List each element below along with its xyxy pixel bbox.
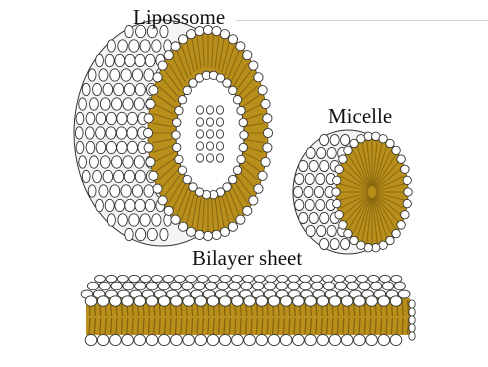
header-rule [236, 20, 488, 21]
liposome-graphic [74, 20, 273, 246]
micelle-graphic [293, 130, 412, 254]
bilayer-sheet-label: Bilayer sheet [192, 248, 302, 269]
liposome-label: Lipossome [133, 7, 225, 28]
micelle-label: Micelle [328, 106, 392, 127]
bilayer-sheet-graphic [81, 275, 415, 345]
